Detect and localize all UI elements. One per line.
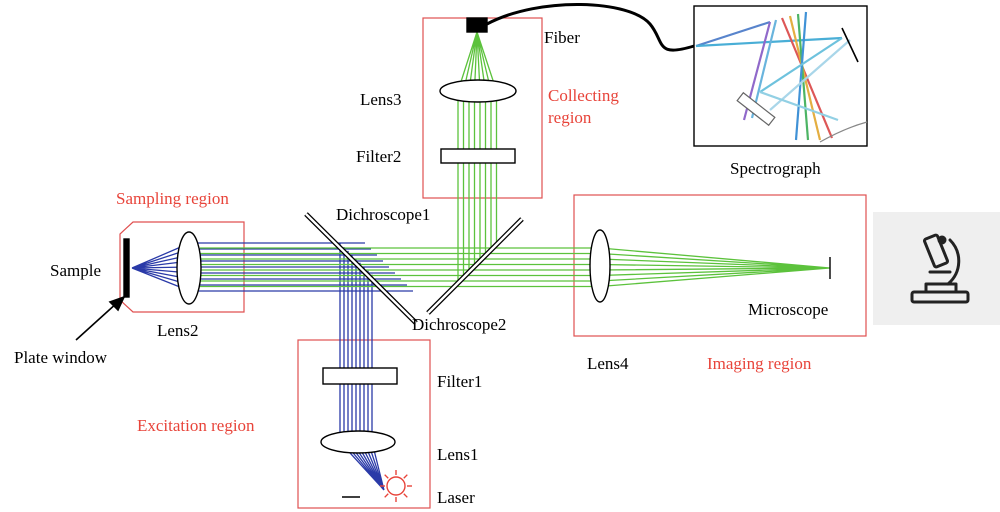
lens2-label: Lens2 — [157, 321, 199, 340]
imaging-region-box — [573, 194, 867, 337]
excitation-rays-focus — [131, 242, 191, 292]
laser-label: Laser — [437, 488, 475, 507]
sun-icon — [380, 470, 412, 502]
imaging-region-label: Imaging region — [707, 354, 812, 373]
emission-rays-imaging — [599, 247, 831, 288]
dichroscope2-mirror-inner — [427, 218, 523, 314]
microscope-icon — [910, 233, 970, 304]
dichroscope1-label: Dichroscope1 — [336, 205, 430, 224]
filter2-label: Filter2 — [356, 147, 401, 166]
lens4 — [589, 229, 611, 303]
fiber-tip — [466, 17, 488, 33]
emission-beam — [200, 31, 831, 288]
lens3-label: Lens3 — [360, 90, 402, 109]
filter1-label: Filter1 — [437, 372, 482, 391]
filter1 — [322, 367, 398, 385]
excitation-rays-vertical — [339, 243, 373, 442]
sun-ray — [403, 474, 408, 479]
sun-ray — [384, 493, 389, 498]
filter2 — [440, 148, 516, 164]
emission-rays-fiber — [457, 31, 498, 92]
lens1-label: Lens1 — [437, 445, 479, 464]
excitation-rays-horizontal — [192, 242, 413, 292]
dichroscope2-label: Dichroscope2 — [412, 315, 506, 334]
microscope-icon-panel — [873, 212, 1000, 325]
excitation-region-label: Excitation region — [137, 416, 255, 435]
sampling-region-box — [119, 221, 245, 313]
emission-rays-vertical — [457, 91, 498, 283]
sample-label: Sample — [50, 261, 101, 280]
region-labels: Collecting region Sampling region Excita… — [116, 86, 812, 435]
sun-ray — [384, 474, 389, 479]
collecting-region-label-line1: Collecting — [548, 86, 619, 105]
lens1 — [320, 430, 396, 454]
sampling-region-label: Sampling region — [116, 189, 229, 208]
dichroscope1-mirror-inner — [305, 213, 417, 324]
collecting-region-box — [422, 17, 543, 199]
plate-window-label: Plate window — [14, 348, 108, 367]
fiber-cable — [486, 3, 695, 52]
sun-ray — [403, 493, 408, 498]
collecting-region-label-line2: region — [548, 108, 592, 127]
excitation-rays-laser — [339, 441, 385, 491]
lens2 — [176, 231, 202, 305]
spectrograph-icon — [693, 5, 868, 147]
optical-elements — [123, 17, 831, 498]
component-labels: Fiber Lens3 Filter2 Spectrograph Dichros… — [14, 28, 828, 507]
plate-window-arrow — [75, 295, 126, 341]
microscope-label: Microscope — [748, 300, 828, 319]
fiber-label: Fiber — [544, 28, 580, 47]
emission-rays-horizontal — [200, 247, 598, 288]
lens3 — [439, 79, 517, 103]
excitation-beam — [131, 242, 413, 491]
spectrograph-label: Spectrograph — [730, 159, 821, 178]
plate-window — [123, 238, 130, 298]
lens4-label: Lens4 — [587, 354, 629, 373]
